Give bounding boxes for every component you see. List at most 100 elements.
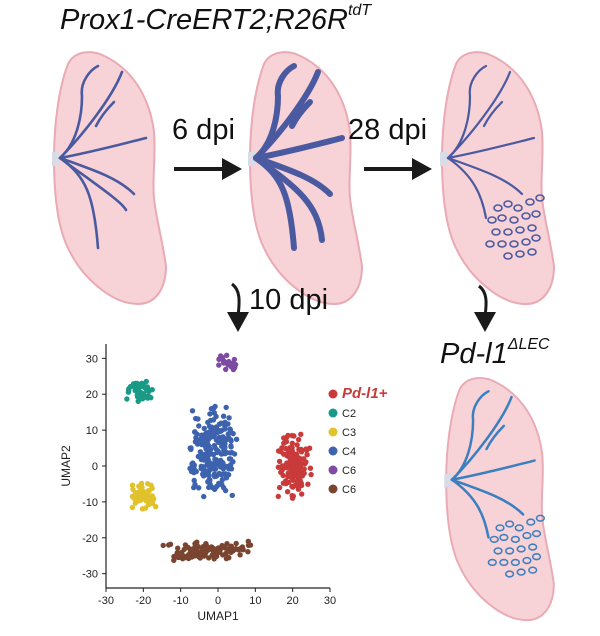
scatter-point: [302, 460, 308, 467]
x-tick-label: -10: [173, 595, 189, 607]
scatter-point: [296, 471, 302, 478]
scatter-point: [233, 436, 240, 442]
scatter-point: [211, 405, 217, 411]
scatter-point: [287, 464, 293, 470]
title-superscript: tdT: [347, 2, 372, 19]
legend-marker: [328, 465, 338, 475]
scatter-point: [208, 462, 214, 468]
scatter-point: [201, 425, 207, 432]
arrow-right-icon: [364, 158, 432, 180]
scatter-point: [192, 540, 198, 547]
scatter-point: [201, 553, 207, 559]
scatter-point: [205, 545, 212, 552]
scatter-point: [279, 467, 285, 474]
scatter-point: [276, 484, 283, 491]
page-title: Prox1-CreERT2;R26RtdT: [60, 2, 371, 37]
scatter-point: [196, 549, 202, 556]
scatter-point: [297, 463, 303, 470]
y-tick-label: 0: [92, 461, 98, 473]
scatter-point: [288, 474, 294, 480]
scatter-point: [289, 445, 295, 451]
lymph-node-icon-naive: [52, 51, 168, 306]
scatter-point: [132, 500, 138, 506]
scatter-point: [286, 479, 292, 485]
step-label-10dpi: 10 dpi: [249, 284, 329, 316]
knockout-title: Pd-l1ΔLEC: [440, 336, 550, 371]
scatter-point: [205, 436, 212, 443]
scatter-point: [279, 445, 285, 451]
scatter-point: [129, 504, 136, 511]
scatter-point: [187, 445, 193, 451]
scatter-point: [191, 477, 197, 484]
scatter-point: [290, 460, 297, 467]
scatter-point: [308, 471, 314, 478]
scatter-point: [150, 495, 157, 502]
scatter-point: [300, 471, 306, 477]
lymphatic-loops: [487, 514, 545, 578]
scatter-point: [220, 484, 227, 491]
scatter-point: [304, 452, 310, 458]
scatter-point: [223, 359, 229, 366]
scatter-point: [298, 431, 304, 437]
scatter-point: [179, 549, 185, 556]
scatter-point: [187, 465, 193, 472]
scatter-point: [177, 554, 183, 560]
vessel-tree: [446, 64, 536, 220]
scatter-point: [227, 427, 233, 433]
legend-marker: [328, 427, 338, 437]
scatter-point: [211, 545, 217, 552]
scatter-point: [196, 485, 202, 491]
scatter-point: [206, 555, 212, 561]
scatter-point: [201, 493, 207, 500]
legend-label: C2: [342, 408, 356, 420]
hilum: [248, 152, 256, 166]
scatter-point: [231, 356, 238, 363]
scatter-point: [186, 551, 192, 558]
scatter-point: [205, 479, 211, 485]
scatter-point: [189, 547, 195, 553]
scatter-point: [217, 464, 224, 470]
scatter-point: [301, 466, 307, 472]
scatter-point: [182, 554, 188, 561]
scatter-point: [228, 437, 234, 443]
scatter-point: [219, 477, 226, 483]
scatter-point: [228, 443, 234, 449]
scatter-point: [197, 449, 204, 455]
scatter-point: [211, 410, 217, 416]
scatter-point: [216, 421, 223, 427]
scatter-point: [280, 480, 287, 486]
scatter-point: [129, 482, 136, 488]
scatter-point: [194, 437, 201, 443]
scatter-point: [211, 473, 218, 480]
scatter-point: [194, 441, 201, 447]
scatter-point: [275, 493, 281, 500]
y-tick-label: -20: [82, 533, 98, 545]
scatter-point: [137, 483, 144, 489]
scatter-point: [283, 439, 290, 445]
scatter-point: [305, 481, 311, 487]
scatter-point: [211, 556, 217, 562]
scatter-point: [160, 542, 166, 549]
legend-label: C4: [342, 446, 356, 458]
scatter-point: [223, 404, 229, 411]
scatter-point: [144, 489, 150, 495]
hilum: [52, 152, 60, 166]
scatter-point: [231, 361, 237, 367]
lymph-node-icon-knockout: [444, 377, 555, 622]
scatter-point: [282, 462, 288, 469]
knockout-superscript: ΔLEC: [507, 336, 550, 353]
scatter-point: [293, 451, 300, 457]
scatter-point: [207, 411, 213, 417]
scatter-point: [171, 557, 177, 563]
scatter-point: [289, 440, 295, 446]
scatter-point: [212, 461, 219, 468]
lymphatic-loops: [485, 194, 545, 260]
scatter-point: [201, 453, 208, 460]
scatter-point: [220, 413, 227, 419]
scatter-point: [295, 436, 302, 443]
scatter-point: [199, 432, 205, 438]
scatter-point: [226, 456, 233, 462]
scatter-point: [126, 386, 132, 392]
